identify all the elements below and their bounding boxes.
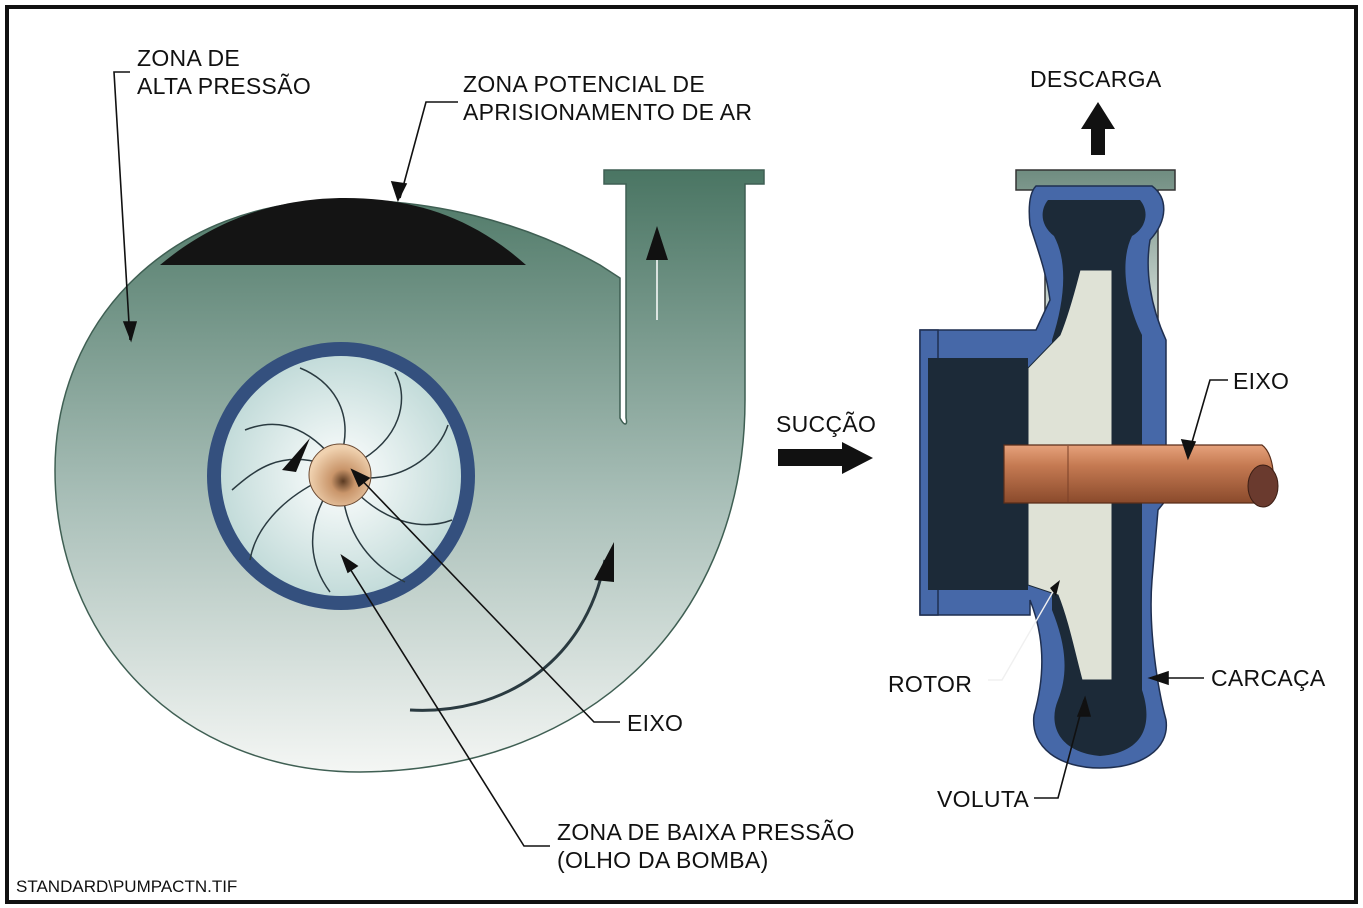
label-shaft-front: EIXO xyxy=(627,710,684,736)
label-rotor: ROTOR xyxy=(888,671,973,697)
side-view xyxy=(778,102,1279,769)
rotor-leader xyxy=(988,589,1055,681)
nozzle-flow-arrowhead xyxy=(646,226,668,260)
label-low-pressure-line2: (OLHO DA BOMBA) xyxy=(557,847,769,873)
diagram-frame xyxy=(5,5,1358,904)
label-air-trap-line2: APRISIONAMENTO DE AR xyxy=(463,99,753,125)
label-air-trap-line1: ZONA POTENCIAL DE xyxy=(463,71,705,97)
rotor-vane-lower xyxy=(1027,497,1113,681)
shaft-end xyxy=(1247,464,1279,508)
rotor-vane-upper xyxy=(1027,269,1113,446)
label-high-pressure-line2: ALTA PRESSÃO xyxy=(137,73,312,99)
label-housing: CARCAÇA xyxy=(1211,665,1326,691)
rotor-leader-head xyxy=(1050,580,1060,596)
air-pocket xyxy=(160,198,526,265)
label-filename: STANDARD\PUMPACTN.TIF xyxy=(16,877,238,896)
casing-flow-arrowhead xyxy=(594,542,614,582)
impeller-vanes xyxy=(231,367,453,593)
side-shaft xyxy=(1003,444,1274,504)
label-high-pressure-line1: ZONA DE xyxy=(137,45,241,71)
suction-arrow-shaft xyxy=(778,449,848,466)
discharge-arrow-head xyxy=(1081,102,1115,129)
casing-flow-curve xyxy=(409,559,607,712)
rotation-arrowhead xyxy=(282,438,310,472)
label-volute: VOLUTA xyxy=(937,786,1030,812)
front-view xyxy=(54,169,765,773)
label-shaft-side: EIXO xyxy=(1233,368,1290,394)
label-low-pressure-line1: ZONA DE BAIXA PRESSÃO xyxy=(557,819,855,845)
shaft-hub xyxy=(308,443,372,507)
discharge-arrow-shaft xyxy=(1091,127,1105,155)
leader-lines xyxy=(113,71,1228,847)
label-suction: SUCÇÃO xyxy=(776,411,877,437)
label-discharge: DESCARGA xyxy=(1030,66,1162,92)
suction-arrow-head xyxy=(842,442,873,474)
